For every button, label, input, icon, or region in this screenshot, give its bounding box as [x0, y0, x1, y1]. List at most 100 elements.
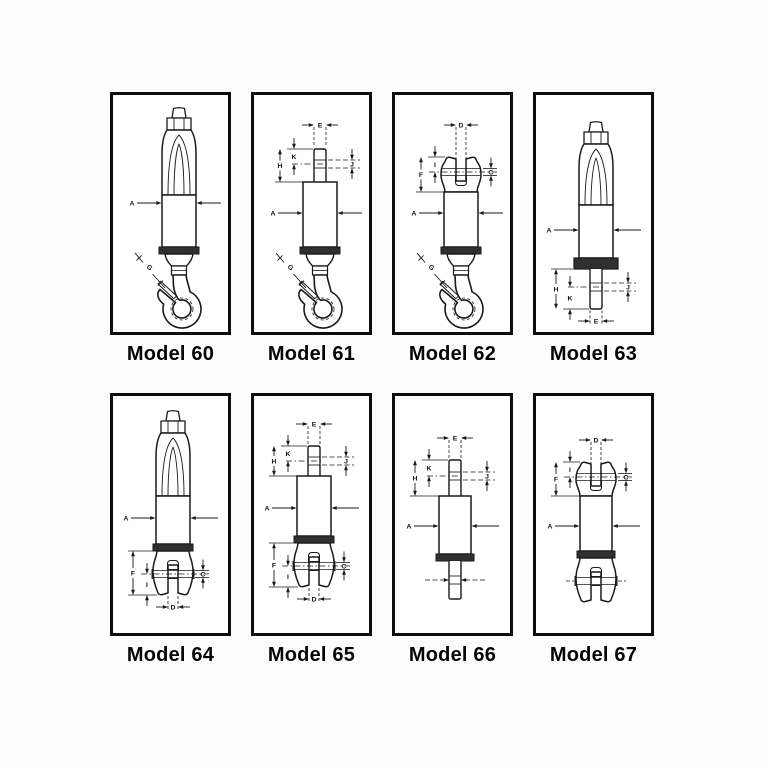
dim-label-c: C [624, 474, 629, 481]
model-64-panel: F I C D A [110, 393, 231, 636]
dim-label-i: I [287, 574, 289, 581]
dim-label-a: A [407, 523, 412, 530]
dim-label-g: G [427, 264, 436, 273]
model-63-panel: K H J E A [533, 92, 654, 335]
model-65-label: Model 65 [267, 644, 356, 666]
threaded-stud-top [578, 121, 614, 206]
dim-label-d: D [459, 122, 464, 129]
dim-label-c: C [201, 571, 206, 578]
swivel-band [152, 543, 194, 552]
swivel-body [302, 181, 338, 248]
dim-label-h: H [278, 163, 283, 170]
model-61-label: Model 61 [267, 343, 356, 365]
dim-a-callout: A [412, 210, 503, 217]
shank-bottom: K H J E [551, 268, 636, 325]
dim-a-callout: A [547, 227, 641, 234]
model-67-label: Model 67 [549, 644, 638, 666]
dim-g-callout: G [134, 252, 166, 289]
dim-label-j: J [344, 458, 348, 465]
dim-label-e: E [312, 421, 317, 428]
swivel-hook-bottom [157, 253, 202, 329]
dim-label-d: D [312, 596, 317, 603]
model-61-cell: E K H J G A Model 61 [251, 92, 372, 377]
dim-label-h: H [413, 475, 418, 482]
swivel-band [440, 246, 482, 255]
dim-label-f: F [272, 562, 276, 569]
dim-label-k: K [292, 154, 297, 161]
model-60-label: Model 60 [126, 343, 215, 365]
swivel-body [438, 495, 472, 555]
model-60-drawing: GA [130, 107, 221, 329]
clevis-bottom: F I C D [128, 550, 209, 611]
dim-label-g: G [286, 264, 295, 273]
dim-label-e: E [453, 435, 458, 442]
model-64-drawing: F I C D A [124, 410, 218, 611]
dim-g-callout: G [275, 252, 307, 289]
shoulder-plate [573, 257, 619, 270]
dim-label-j: J [626, 284, 630, 291]
dim-a-callout: A [271, 210, 362, 217]
dim-label-i: I [146, 582, 148, 589]
swivel-band [435, 553, 475, 562]
dim-label-j: J [350, 161, 354, 168]
dim-label-f: F [419, 172, 423, 179]
dim-label-e: E [594, 318, 599, 325]
dim-a-callout: A [548, 523, 640, 530]
swivel-body [443, 191, 479, 248]
dim-label-a: A [547, 227, 552, 234]
threaded-stud-top [155, 410, 191, 497]
dim-g-callout: G [416, 252, 448, 289]
dim-label-i: I [569, 467, 571, 474]
swivel-hook-bottom [298, 253, 343, 329]
dim-label-k: K [427, 465, 432, 472]
dim-label-a: A [265, 505, 270, 512]
dim-label-c: C [342, 563, 347, 570]
model-61-drawing: E K H J G A [271, 122, 362, 329]
swivel-body [155, 495, 191, 545]
shank-bottom [425, 560, 485, 600]
dim-label-a: A [412, 210, 417, 217]
dim-label-c: C [489, 169, 494, 176]
swivel-body [578, 204, 614, 259]
shank-top-with-dims: E K H J [275, 122, 360, 183]
swivel-body [161, 194, 197, 248]
swivel-body [579, 495, 613, 552]
dim-label-d: D [171, 604, 176, 611]
threaded-stud-top [161, 107, 197, 196]
swivel-band [293, 535, 335, 544]
dim-label-a: A [130, 200, 135, 207]
model-61-panel: E K H J G A [251, 92, 372, 335]
dim-a-callout: A [124, 515, 218, 522]
swivel-hook-bottom [439, 253, 484, 329]
dim-label-a: A [548, 523, 553, 530]
dim-label-k: K [568, 295, 573, 302]
dim-label-f: F [554, 476, 558, 483]
swivel-band [299, 246, 341, 255]
dim-label-e: E [318, 122, 323, 129]
dim-a-callout: A [407, 523, 499, 530]
dim-label-a: A [124, 515, 129, 522]
dim-label-k: K [286, 451, 291, 458]
dim-label-f: F [131, 570, 135, 577]
dim-label-h: H [554, 286, 559, 293]
model-66-label: Model 66 [408, 644, 497, 666]
